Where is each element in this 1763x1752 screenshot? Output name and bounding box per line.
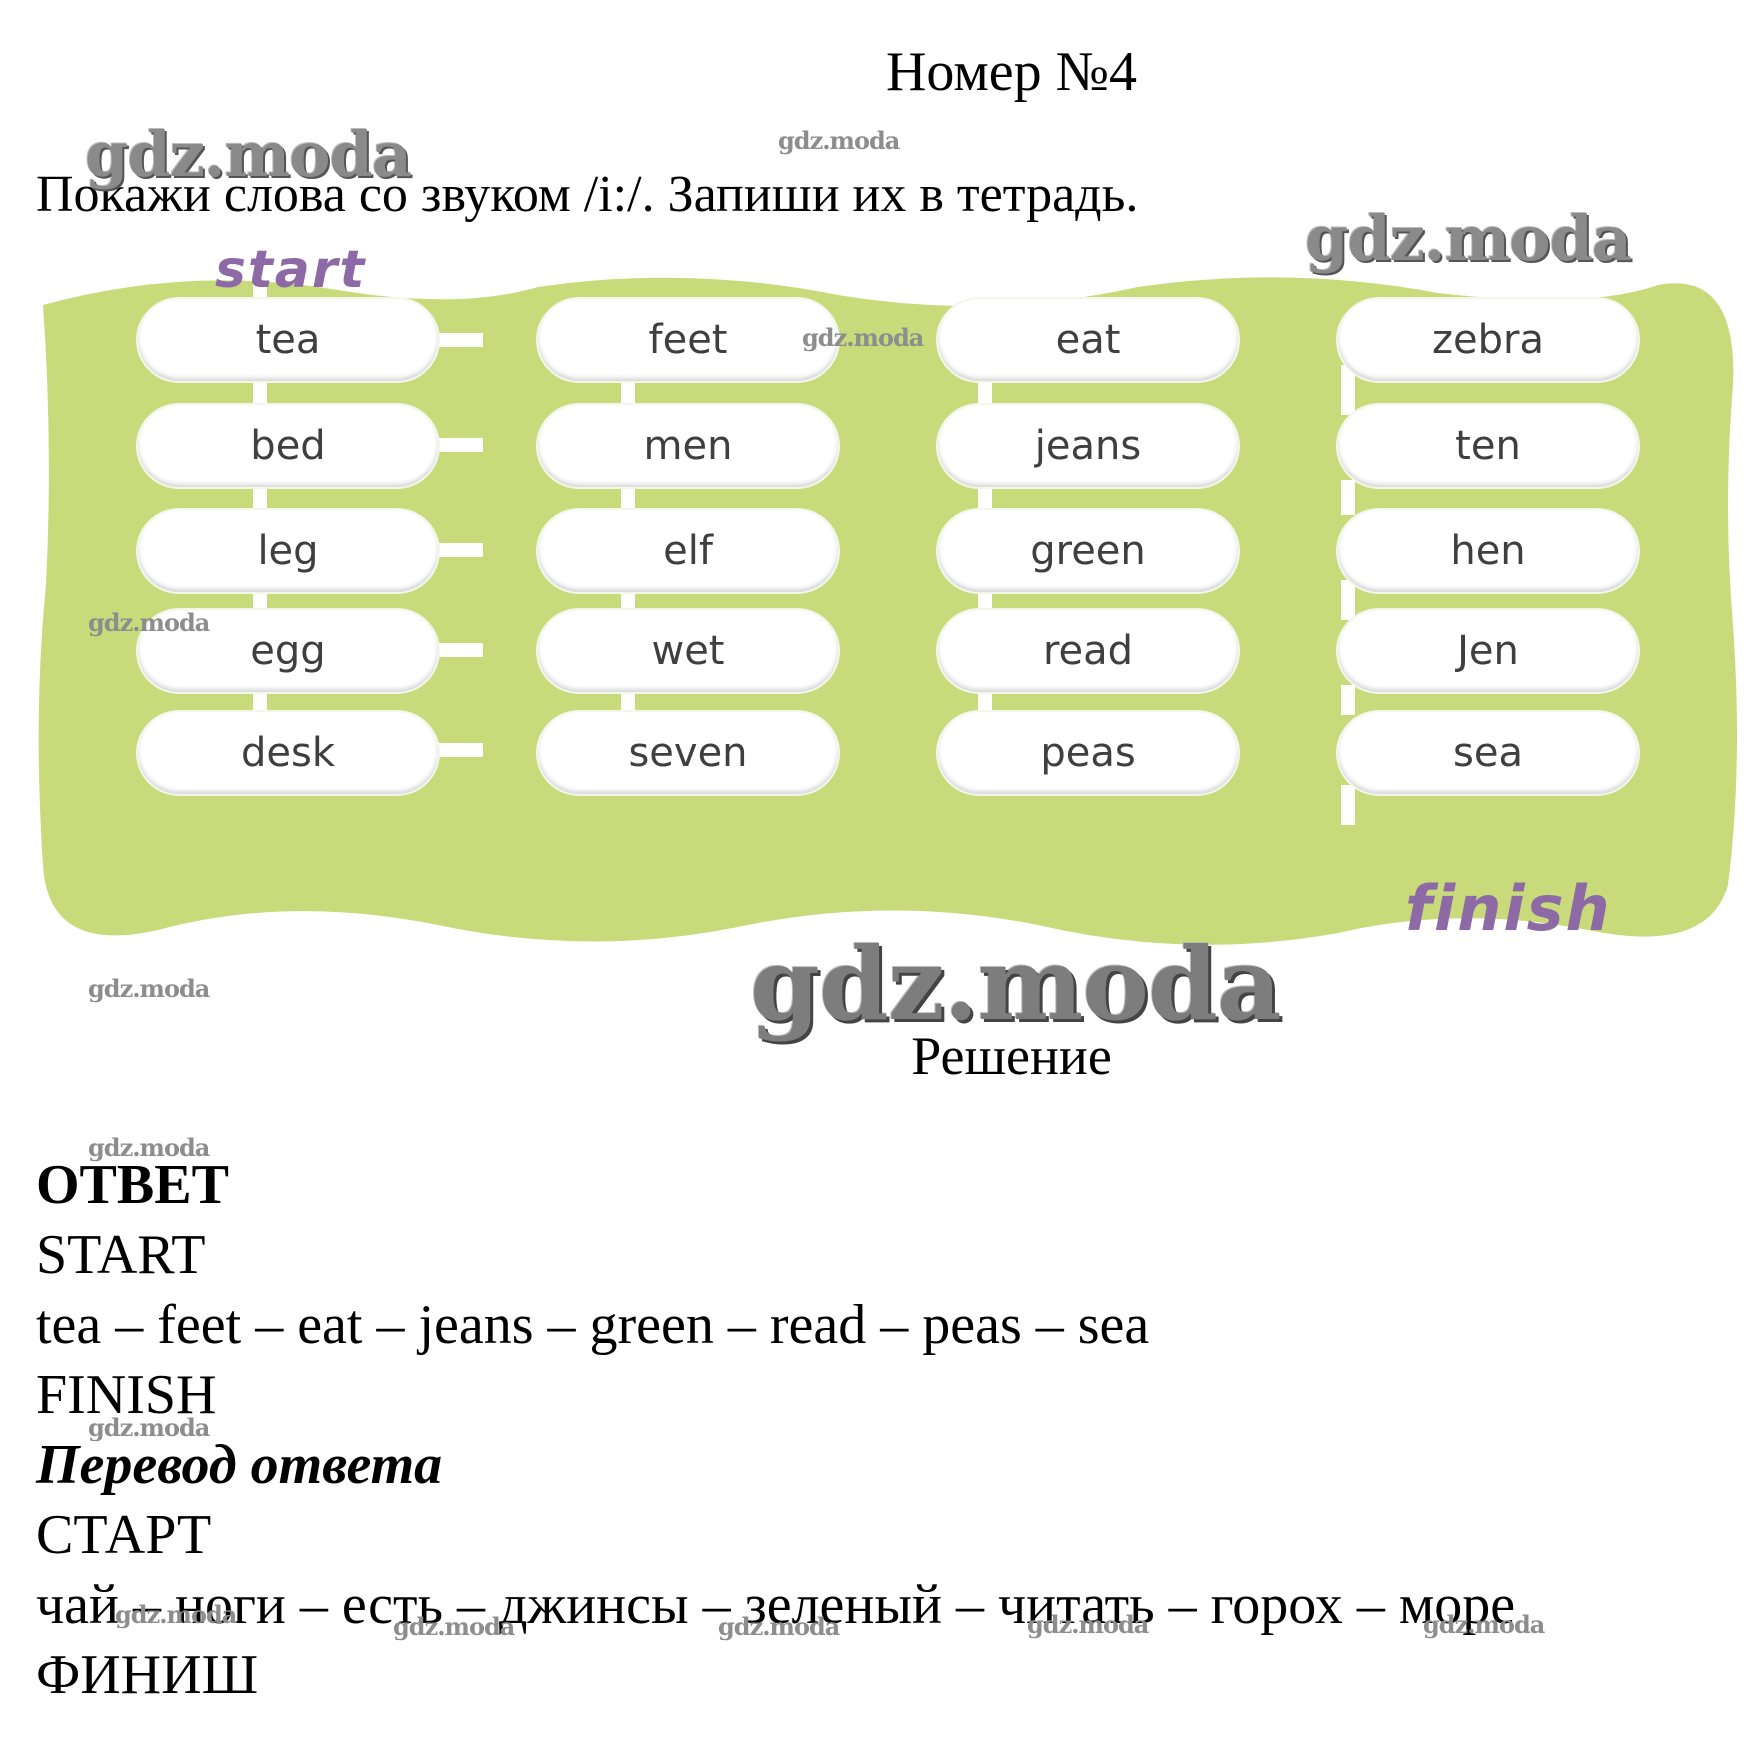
word-cell: green [938,510,1238,592]
task-instruction: Покажи слова со звуком /i:/. Запиши их в… [36,166,1139,223]
watermark: gdz.moda [718,1612,840,1641]
word-cell: bed [138,405,438,487]
watermark: gdz.moda [88,1413,210,1442]
start-label: start [215,240,367,300]
answer-heading: ОТВЕТ [36,1154,229,1216]
finish-label: finish [1405,872,1612,945]
translation-start: СТАРТ [36,1504,212,1566]
word-cell: leg [138,510,438,592]
watermark: gdz.moda [1305,202,1632,275]
word-cell: desk [138,712,438,794]
word-cell: read [938,610,1238,692]
translation-path: чай – ноги – есть – джинсы – зеленый – ч… [36,1574,1516,1636]
word-cell: eat [938,299,1238,381]
word-cell: hen [1338,510,1638,592]
word-cell: elf [538,510,838,592]
word-cell: sea [1338,712,1638,794]
watermark: gdz.moda [88,974,210,1003]
answer-path: tea – feet – eat – jeans – green – read … [36,1294,1150,1356]
answer-finish: FINISH [36,1364,217,1426]
watermark: gdz.moda [750,925,1282,1043]
word-cell: Jen [1338,610,1638,692]
word-cell: feet [538,299,838,381]
word-cell: wet [538,610,838,692]
word-cell: egg [138,610,438,692]
word-cell: jeans [938,405,1238,487]
watermark: gdz.moda [1027,1610,1149,1639]
page-title: Номер №4 [885,41,1138,103]
word-maze-board: tea feet eat zebra bed men jeans ten leg… [38,265,1738,965]
answer-start: START [36,1224,206,1286]
translation-heading: Перевод ответа [36,1434,443,1496]
answer-block: ОТВЕТ START tea – feet – eat – jeans – g… [36,1150,1515,1710]
word-cell: tea [138,299,438,381]
word-cell: men [538,405,838,487]
watermark: gdz.moda [778,126,900,155]
word-cell: zebra [1338,299,1638,381]
translation-finish: ФИНИШ [36,1644,259,1706]
watermark: gdz.moda [115,1600,237,1629]
word-cell: ten [1338,405,1638,487]
word-cell: seven [538,712,838,794]
watermark: gdz.moda [802,323,924,352]
word-cell: peas [938,712,1238,794]
watermark: gdz.moda [393,1612,515,1641]
solution-title: Решение [911,1026,1112,1086]
watermark: gdz.moda [88,1133,210,1162]
watermark: gdz.moda [1423,1610,1545,1639]
watermark: gdz.moda [88,608,210,637]
watermark: gdz.moda [85,118,412,191]
